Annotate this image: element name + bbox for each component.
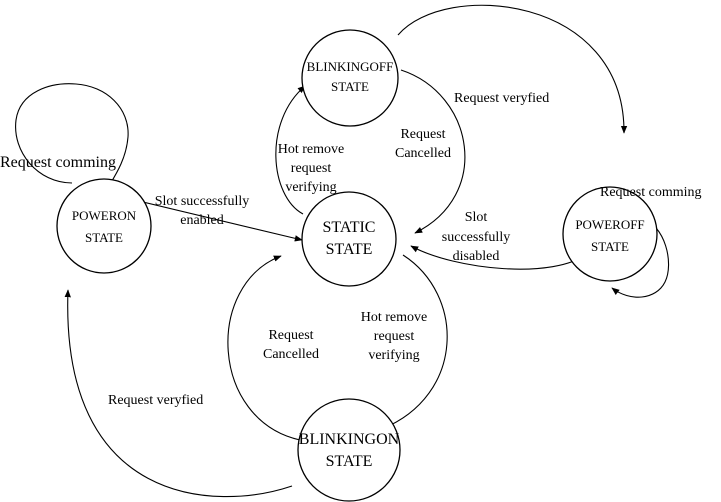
blinkingoff-to-static-label-line2: Cancelled: [395, 146, 451, 161]
blinkingoff-state: [301, 29, 399, 127]
edge-static-to-blinkingon: [381, 254, 448, 430]
poweroff-state: [562, 186, 658, 282]
poweroff-to-static-label-line3: disabled: [453, 249, 500, 264]
static-state-name: STATIC: [323, 219, 376, 236]
edge-blinkingon-to-poweron: [64, 289, 293, 498]
blinkingon-to-static-label-line1: Request: [268, 328, 313, 343]
edge-blinkingon-to-static: [227, 255, 301, 441]
static-to-blinkingon-label-line1: Hot remove: [361, 310, 427, 325]
blinkingon-state-suffix: STATE: [326, 453, 373, 470]
poweroff-state-name: POWEROFF: [575, 217, 644, 232]
edge-blinkingoff-to-poweroff: [397, 4, 628, 134]
blinkingoff-to-static-label-line1: Request: [400, 127, 445, 142]
poweroff-self-loop: [611, 216, 670, 298]
blinkingon-to-poweron-label: Request veryfied: [108, 393, 203, 408]
static-state-suffix: STATE: [326, 241, 373, 258]
static-state: [301, 191, 397, 287]
static-to-blinkingon-label-line3: verifying: [368, 348, 419, 363]
poweroff-loop-label: Request comming: [600, 185, 702, 200]
blinkingoff-to-poweroff-label: Request veryfied: [454, 91, 549, 106]
edge-poweron-to-static: [117, 195, 303, 242]
poweroff-to-static-label-line2: successfully: [442, 230, 510, 245]
poweron-state: [56, 178, 152, 274]
edge-poweroff-to-static: [410, 245, 589, 270]
poweron-loop-label: Request comming: [0, 154, 116, 171]
blinkingon-to-static-label-line2: Cancelled: [263, 347, 319, 362]
poweroff-state-suffix: STATE: [591, 239, 629, 254]
static-to-blinkingoff-label-line3: verifying: [285, 180, 336, 195]
poweron-self-loop: [15, 83, 129, 192]
blinkingon-state-name: BLINKINGON: [299, 431, 400, 448]
poweron-state-name: POWERON: [72, 208, 137, 223]
blinkingon-state: [297, 398, 401, 502]
static-to-blinkingoff-label-line2: request: [291, 161, 332, 176]
poweron-state-suffix: STATE: [85, 230, 123, 245]
static-to-blinkingoff-label-line1: Hot remove: [278, 142, 344, 157]
static-to-blinkingon-label-line2: request: [374, 329, 415, 344]
blinkingoff-state-name: BLINKINGOFF: [307, 59, 394, 74]
edge-static-to-blinkingoff: [275, 85, 306, 215]
edge-blinkingoff-to-static: [400, 69, 466, 234]
poweroff-to-static-label-line1: Slot: [465, 210, 488, 225]
blinkingoff-state-suffix: STATE: [331, 79, 369, 94]
poweron-to-static-label-line1: Slot successfully: [155, 194, 250, 209]
poweron-to-static-label-line2: enabled: [180, 213, 224, 228]
